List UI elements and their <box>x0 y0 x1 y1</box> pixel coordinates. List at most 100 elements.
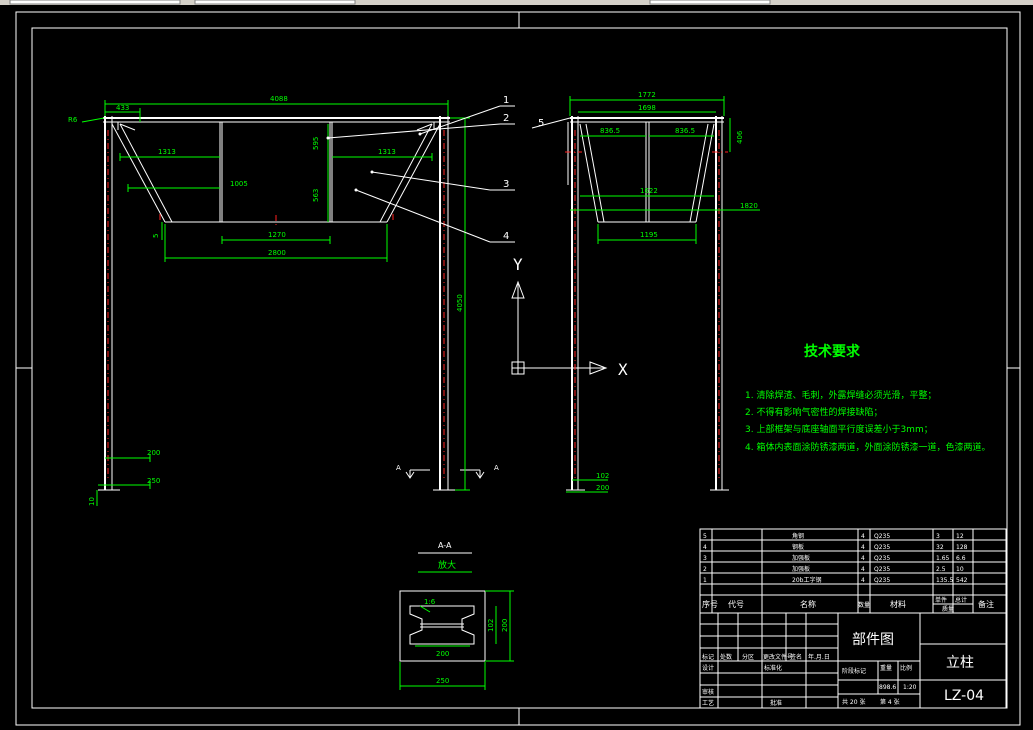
side-view-dimension-text: 1772 1698 836.5 836.5 406 1622 1820 1195… <box>596 91 758 492</box>
section-aa-detail: A-A 放大 <box>399 541 514 690</box>
svg-text:898.6: 898.6 <box>879 684 896 691</box>
svg-text:12: 12 <box>956 533 964 540</box>
bom-row-5: 5 角钢 4 Q235 3 12 <box>703 532 964 540</box>
svg-text:年.月.日: 年.月.日 <box>808 653 830 661</box>
dim-1622: 1622 <box>640 187 658 195</box>
svg-text:4: 4 <box>861 533 865 540</box>
dim-1313-left: 1313 <box>158 148 176 156</box>
svg-text:4: 4 <box>703 544 707 551</box>
tech-req-4: 4. 箱体内表面涂防锈漆两道，外面涂防锈漆一道，色漆两道。 <box>745 441 990 453</box>
dim-slope: 1:6 <box>424 598 436 606</box>
section-subtitle: 放大 <box>438 559 456 571</box>
technical-requirements: 技术要求 1. 清除焊渣、毛刺，外露焊缝必须光滑，平整； 2. 不得有影响气密性… <box>745 343 990 453</box>
svg-text:135.5: 135.5 <box>936 577 953 584</box>
dim-200: 200 <box>147 449 160 457</box>
svg-text:32: 32 <box>936 544 944 551</box>
title-block-text: 部件图 立柱 LZ-04 标记 处数 分区 更改文件号 签名 年.月.日 设计 … <box>702 632 984 707</box>
tech-req-3: 3. 上部框架与底座轴面平行度误差小于3mm； <box>745 423 933 435</box>
part-name: 立柱 <box>946 655 974 671</box>
svg-text:更改文件号: 更改文件号 <box>763 653 793 661</box>
svg-text:材料: 材料 <box>890 599 906 609</box>
svg-text:分区: 分区 <box>742 653 754 661</box>
svg-text:Q235: Q235 <box>874 544 890 551</box>
svg-text:加强板: 加强板 <box>792 554 810 562</box>
svg-text:5: 5 <box>703 533 707 540</box>
dim-4050: 4050 <box>456 294 464 312</box>
section-mark-right: A <box>494 464 499 472</box>
front-view-dimensions <box>81 100 470 506</box>
svg-text:4: 4 <box>861 577 865 584</box>
svg-text:质量: 质量 <box>942 605 954 613</box>
dim-1005: 1005 <box>230 180 248 188</box>
svg-text:标准化: 标准化 <box>764 664 782 672</box>
svg-text:签名: 签名 <box>790 653 802 661</box>
side-view-dimensions <box>566 96 760 493</box>
front-view-dimension-text: 4088 433 1313 1005 1313 595 563 1270 280… <box>68 95 499 506</box>
svg-text:处数: 处数 <box>720 653 732 661</box>
balloon-3: 3 <box>503 179 509 190</box>
bom-header: 序号 代号 名称 数量 材料 单件 总计 备注 质量 <box>702 596 994 613</box>
drawing-type: 部件图 <box>852 632 894 648</box>
svg-text:Q235: Q235 <box>874 566 890 573</box>
dim-200-side: 200 <box>596 484 609 492</box>
toolbar-strip <box>0 0 1033 5</box>
front-view <box>98 116 485 491</box>
bom-row-2: 2 加强板 4 Q235 2.5 10 <box>703 565 964 573</box>
svg-text:3: 3 <box>703 555 707 562</box>
ucs-icon: Y X <box>511 255 628 379</box>
svg-text:6.6: 6.6 <box>956 555 966 562</box>
side-view <box>565 116 729 491</box>
svg-text:角钢: 角钢 <box>792 532 804 540</box>
svg-text:542: 542 <box>956 577 968 584</box>
dim-1270: 1270 <box>268 231 286 239</box>
svg-text:钢板: 钢板 <box>792 543 804 551</box>
svg-text:代号: 代号 <box>728 599 744 609</box>
dim-102: 102 <box>596 472 609 480</box>
svg-text:设计: 设计 <box>702 664 714 672</box>
dim-sec-h200: 200 <box>501 619 509 632</box>
section-title: A-A <box>438 541 452 550</box>
dim-563: 563 <box>312 189 320 202</box>
x-axis-label: X <box>618 360 628 379</box>
bom-row-4: 4 钢板 4 Q235 32 128 <box>703 543 968 551</box>
svg-text:序号: 序号 <box>702 599 718 609</box>
section-mark-left: A <box>396 464 401 472</box>
svg-text:第 4 张: 第 4 张 <box>880 698 900 706</box>
svg-text:比例: 比例 <box>900 664 912 672</box>
svg-text:2: 2 <box>703 566 707 573</box>
section-detail-dims: 1:6 200 102 200 250 <box>424 598 509 685</box>
dim-836-right: 836.5 <box>675 127 695 135</box>
dim-1195: 1195 <box>640 231 658 239</box>
svg-text:加强板: 加强板 <box>792 565 810 573</box>
tech-req-2: 2. 不得有影响气密性的焊接缺陷； <box>745 406 882 418</box>
bom-table <box>699 528 1007 709</box>
balloon-leaders <box>326 105 571 243</box>
dim-4088: 4088 <box>270 95 288 103</box>
dim-406: 406 <box>736 130 744 144</box>
svg-text:10: 10 <box>956 566 964 573</box>
svg-text:1: 1 <box>703 577 707 584</box>
dim-1313-right: 1313 <box>378 148 396 156</box>
y-axis-label: Y <box>513 255 523 274</box>
bom-rows: 5 角钢 4 Q235 3 12 4 钢板 4 Q235 32 128 3 加强… <box>702 532 994 613</box>
dim-5: 5 <box>152 234 160 238</box>
dim-10: 10 <box>88 497 96 506</box>
svg-text:总计: 总计 <box>955 596 967 604</box>
balloon-5: 5 <box>538 118 544 129</box>
svg-text:单件: 单件 <box>935 596 947 604</box>
svg-text:4: 4 <box>861 544 865 551</box>
dim-2800: 2800 <box>268 249 286 257</box>
svg-text:Q235: Q235 <box>874 577 890 584</box>
svg-text:4: 4 <box>861 566 865 573</box>
bom-row-1: 1 20b工字钢 4 Q235 135.5 542 <box>703 576 968 584</box>
tech-req-1: 1. 清除焊渣、毛刺，外露焊缝必须光滑，平整； <box>745 389 936 401</box>
title-block <box>700 613 1006 708</box>
bom-row-3: 3 加强板 4 Q235 1.65 6.6 <box>703 554 966 562</box>
dim-595: 595 <box>312 137 320 150</box>
svg-text:备注: 备注 <box>978 599 994 609</box>
dim-1820: 1820 <box>740 202 758 210</box>
svg-text:2.5: 2.5 <box>936 566 946 573</box>
dim-433: 433 <box>116 104 129 112</box>
drawing-number: LZ-04 <box>944 688 984 704</box>
